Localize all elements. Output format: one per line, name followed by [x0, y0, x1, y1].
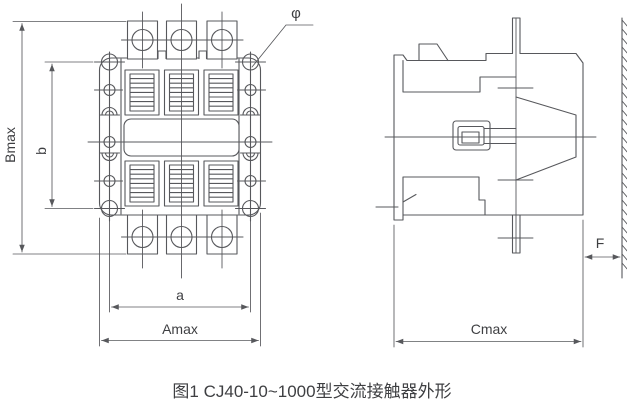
label-amax: Amax	[162, 321, 198, 337]
side-view-details	[375, 43, 577, 216]
rear-mount-profile	[515, 96, 577, 181]
label-a: a	[176, 287, 184, 303]
top-lug-side	[418, 43, 449, 62]
front-centerlines	[87, 3, 273, 279]
front-view-drawing	[87, 3, 273, 279]
phi-leader-line	[251, 24, 314, 68]
side-view-drawing	[375, 17, 627, 279]
figure-caption: 图1 CJ40-10~1000型交流接触器外形	[172, 382, 451, 401]
dimension-lines	[12, 21, 621, 348]
label-b: b	[33, 147, 49, 155]
label-cmax: Cmax	[471, 321, 508, 337]
label-bmax: Bmax	[2, 127, 18, 163]
contactor-body-side	[393, 52, 584, 221]
dimension-labels: Bmax b a Amax φ Cmax F 图1 CJ40-10~1000型交…	[2, 5, 604, 401]
label-f: F	[596, 235, 605, 251]
label-phi: φ	[291, 5, 301, 22]
top-terminals	[120, 20, 244, 60]
wall-hatching	[621, 19, 627, 270]
bottom-terminals	[120, 214, 244, 255]
mounting-wall	[621, 17, 627, 279]
coil-housing-side	[452, 120, 491, 151]
